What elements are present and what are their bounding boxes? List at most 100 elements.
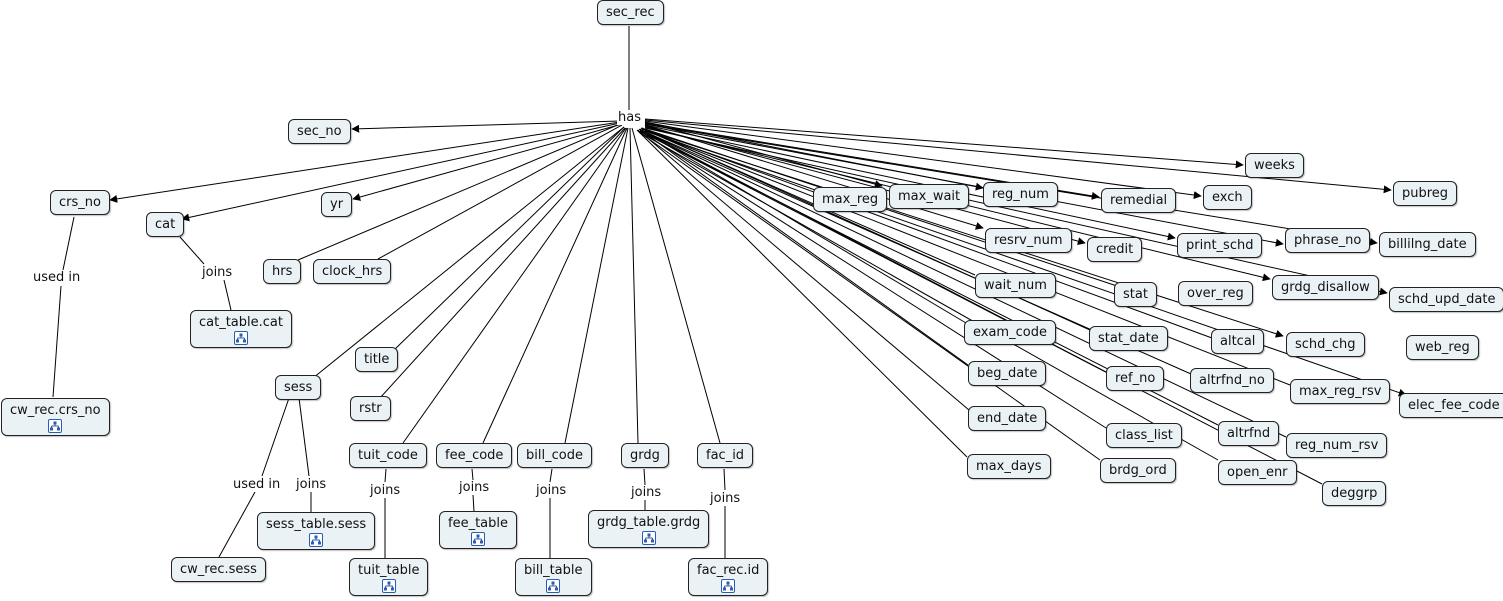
concept-reg-num[interactable]: reg_num [983, 182, 1058, 207]
concept-beg-date[interactable]: beg_date [968, 361, 1047, 386]
concept-billilng-date[interactable]: billilng_date [1379, 232, 1476, 257]
concept-max-wait-label: max_wait [898, 189, 961, 204]
concept-schd-chg-label: schd_chg [1295, 337, 1356, 352]
linking-phrase-joins-tuit: joins [369, 483, 402, 498]
concept-deggrp[interactable]: deggrp [1322, 481, 1387, 506]
concept-remedial[interactable]: remedial [1101, 188, 1177, 213]
concept-cat-table-cat[interactable]: cat_table.cat [190, 310, 292, 348]
concept-brdg-ord[interactable]: brdg_ord [1100, 458, 1176, 483]
concept-grdg-label: grdg [630, 448, 660, 463]
concept-max-wait[interactable]: max_wait [889, 184, 970, 209]
concept-fee-code[interactable]: fee_code [436, 443, 513, 468]
concept-title[interactable]: title [355, 347, 399, 372]
concept-rstr[interactable]: rstr [350, 396, 391, 421]
concept-max-reg-rsv-label: max_reg_rsv [1299, 384, 1382, 399]
linked-concept-map-icon[interactable] [233, 331, 248, 345]
concept-altrfnd-no[interactable]: altrfnd_no [1190, 368, 1274, 393]
concept-sess[interactable]: sess [275, 375, 322, 400]
linked-concept-map-icon[interactable] [48, 419, 63, 433]
concept-billilng-date-label: billilng_date [1388, 237, 1467, 252]
concept-max-reg-label: max_reg [822, 192, 879, 207]
concept-ref-no[interactable]: ref_no [1106, 366, 1165, 391]
concept-max-days[interactable]: max_days [967, 454, 1051, 479]
concept-bill-table-label: bill_table [524, 563, 583, 578]
linked-concept-map-icon[interactable] [381, 579, 396, 593]
linked-concept-map-icon[interactable] [471, 532, 485, 546]
linked-concept-map-icon[interactable] [721, 579, 736, 593]
concept-tuit-code[interactable]: tuit_code [349, 443, 427, 468]
concept-exam-code[interactable]: exam_code [964, 320, 1056, 345]
concept-reg-num-rsv[interactable]: reg_num_rsv [1286, 433, 1388, 458]
linked-concept-map-icon[interactable] [546, 579, 561, 593]
linked-concept-map-icon[interactable] [641, 531, 656, 545]
concept-open-enr[interactable]: open_enr [1218, 460, 1297, 485]
concept-max-days-label: max_days [976, 459, 1042, 474]
concept-sess-table-sess[interactable]: sess_table.sess [257, 512, 376, 550]
concept-grdg-disallow-label: grdg_disallow [1281, 280, 1370, 295]
concept-clock-hrs-label: clock_hrs [322, 264, 383, 279]
concept-yr[interactable]: yr [321, 192, 353, 217]
concept-fac-id[interactable]: fac_id [697, 443, 754, 468]
concept-grdg-table-grdg[interactable]: grdg_table.grdg [588, 510, 710, 548]
concept-cw-rec-crs-no[interactable]: cw_rec.crs_no [1, 398, 110, 436]
concept-sess-label: sess [284, 380, 313, 395]
concept-fac-rec-id[interactable]: fac_rec.id [688, 558, 769, 596]
concept-bill-code-label: bill_code [526, 448, 583, 463]
concept-elec-fee-code[interactable]: elec_fee_code [1399, 393, 1503, 418]
concept-over-reg-label: over_reg [1187, 286, 1244, 301]
concept-grdg-disallow[interactable]: grdg_disallow [1272, 275, 1379, 300]
concept-schd-chg[interactable]: schd_chg [1286, 332, 1365, 357]
concept-tuit-code-label: tuit_code [358, 448, 418, 463]
concept-pubreg[interactable]: pubreg [1393, 181, 1458, 206]
concept-wait-num[interactable]: wait_num [975, 273, 1056, 298]
linked-concept-map-icon[interactable] [309, 533, 324, 547]
concept-max-reg[interactable]: max_reg [813, 187, 888, 212]
concept-cw-rec-sess-label: cw_rec.sess [180, 562, 257, 577]
concept-exch[interactable]: exch [1203, 185, 1252, 210]
concept-print-schd[interactable]: print_schd [1177, 233, 1263, 258]
concept-altcal[interactable]: altcal [1211, 329, 1265, 354]
concept-schd-upd-date[interactable]: schd_upd_date [1389, 287, 1503, 312]
concept-crs-no-label: crs_no [59, 195, 101, 210]
concept-over-reg[interactable]: over_reg [1178, 281, 1253, 306]
concept-altrfnd[interactable]: altrfnd [1218, 421, 1280, 446]
concept-end-date[interactable]: end_date [968, 406, 1047, 431]
concept-cw-rec-crs-no-label: cw_rec.crs_no [10, 403, 101, 418]
concept-weeks-label: weeks [1254, 158, 1295, 173]
concept-yr-label: yr [330, 197, 344, 212]
hub-linking-phrase: has [617, 110, 642, 125]
concept-stat-date[interactable]: stat_date [1089, 326, 1168, 351]
concept-stat[interactable]: stat [1114, 282, 1157, 307]
concept-cat-label: cat [155, 217, 176, 232]
concept-clock-hrs[interactable]: clock_hrs [313, 259, 392, 284]
linking-phrase-joins-fac: joins [709, 491, 742, 506]
concept-schd-upd-date-label: schd_upd_date [1398, 292, 1496, 307]
concept-grdg-table-grdg-label: grdg_table.grdg [597, 515, 701, 530]
concept-remedial-label: remedial [1110, 193, 1168, 208]
concept-fee-table-label: fee_table [448, 516, 508, 531]
concept-sess-table-sess-label: sess_table.sess [266, 517, 367, 532]
concept-grdg[interactable]: grdg [621, 443, 669, 468]
concept-resrv-num[interactable]: resrv_num [985, 228, 1072, 253]
concept-cat[interactable]: cat [146, 212, 185, 237]
concept-credit[interactable]: credit [1087, 237, 1143, 262]
concept-class-list[interactable]: class_list [1106, 423, 1182, 448]
concept-cw-rec-sess[interactable]: cw_rec.sess [171, 557, 266, 582]
concept-phrase-no[interactable]: phrase_no [1285, 228, 1371, 253]
concept-weeks[interactable]: weeks [1245, 153, 1304, 178]
concept-web-reg-label: web_reg [1415, 340, 1470, 355]
concept-sec-no[interactable]: sec_no [288, 119, 351, 144]
concept-tuit-table[interactable]: tuit_table [349, 558, 429, 596]
concept-hrs[interactable]: hrs [263, 259, 302, 284]
concept-max-reg-rsv[interactable]: max_reg_rsv [1290, 379, 1391, 404]
concept-hrs-label: hrs [272, 264, 293, 279]
concept-web-reg[interactable]: web_reg [1406, 335, 1479, 360]
concept-altrfnd-label: altrfnd [1227, 426, 1271, 441]
root-concept[interactable]: sec_rec [597, 0, 664, 25]
concept-fee-table[interactable]: fee_table [439, 511, 517, 549]
concept-crs-no[interactable]: crs_no [50, 190, 110, 215]
concept-bill-code[interactable]: bill_code [517, 443, 592, 468]
concept-credit-label: credit [1096, 242, 1134, 257]
concept-stat-date-label: stat_date [1098, 331, 1159, 346]
concept-bill-table[interactable]: bill_table [515, 558, 592, 596]
